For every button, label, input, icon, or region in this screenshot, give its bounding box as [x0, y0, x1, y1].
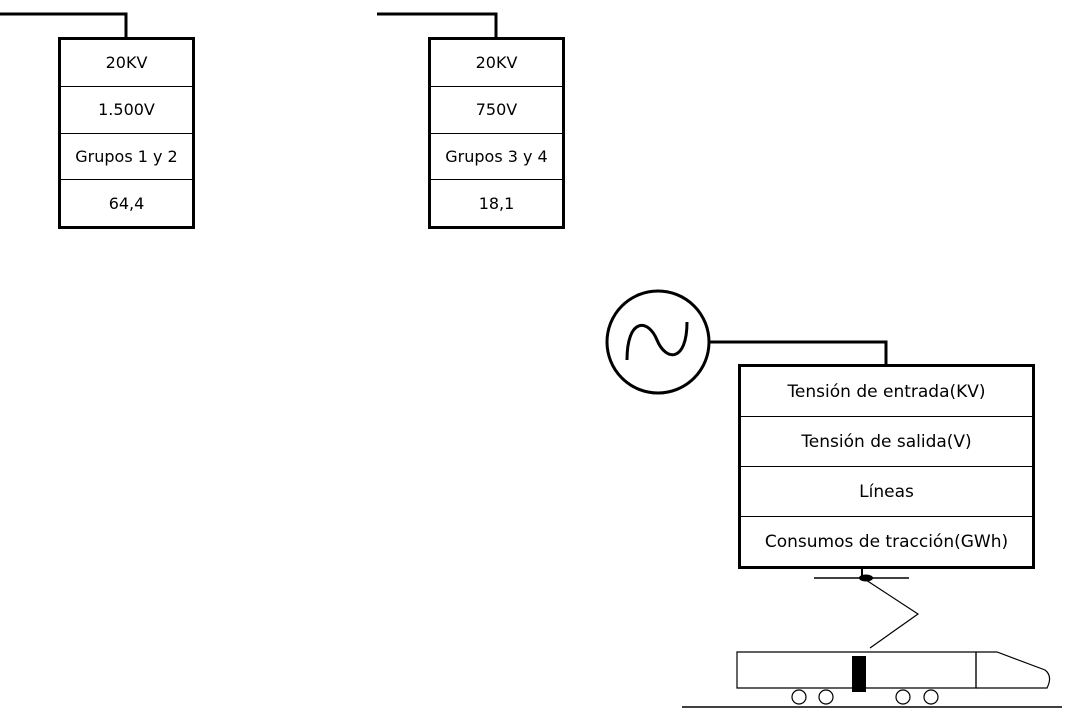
- consumption-cell: 18,1: [478, 193, 515, 213]
- substation-box-1: 20KV 1.500V Grupos 1 y 2 64,4: [58, 37, 195, 229]
- ac-generator-icon: [605, 289, 711, 395]
- pantograph-icon: [814, 568, 920, 649]
- feeder-line-1: [0, 12, 128, 38]
- legend-input-voltage: Tensión de entrada(KV): [741, 367, 1032, 417]
- legend-output-voltage: Tensión de salida(V): [741, 417, 1032, 467]
- feeder-line-2: [377, 12, 498, 38]
- input-voltage-cell: 20KV: [431, 40, 562, 87]
- legend-box: Tensión de entrada(KV) Tensión de salida…: [738, 364, 1035, 569]
- output-voltage-cell: 750V: [431, 87, 562, 134]
- legend-lines: Líneas: [741, 467, 1032, 517]
- legend-traction-consumption: Consumos de tracción(GWh): [764, 531, 1009, 552]
- consumption-cell: 64,4: [108, 193, 145, 213]
- input-voltage-cell: 20KV: [61, 40, 192, 87]
- groups-cell: Grupos 3 y 4: [431, 134, 562, 181]
- train-icon: [682, 651, 1062, 708]
- output-voltage-cell: 1.500V: [61, 87, 192, 134]
- groups-cell: Grupos 1 y 2: [61, 134, 192, 181]
- generator-feed-line: [709, 340, 888, 366]
- substation-box-2: 20KV 750V Grupos 3 y 4 18,1: [428, 37, 565, 229]
